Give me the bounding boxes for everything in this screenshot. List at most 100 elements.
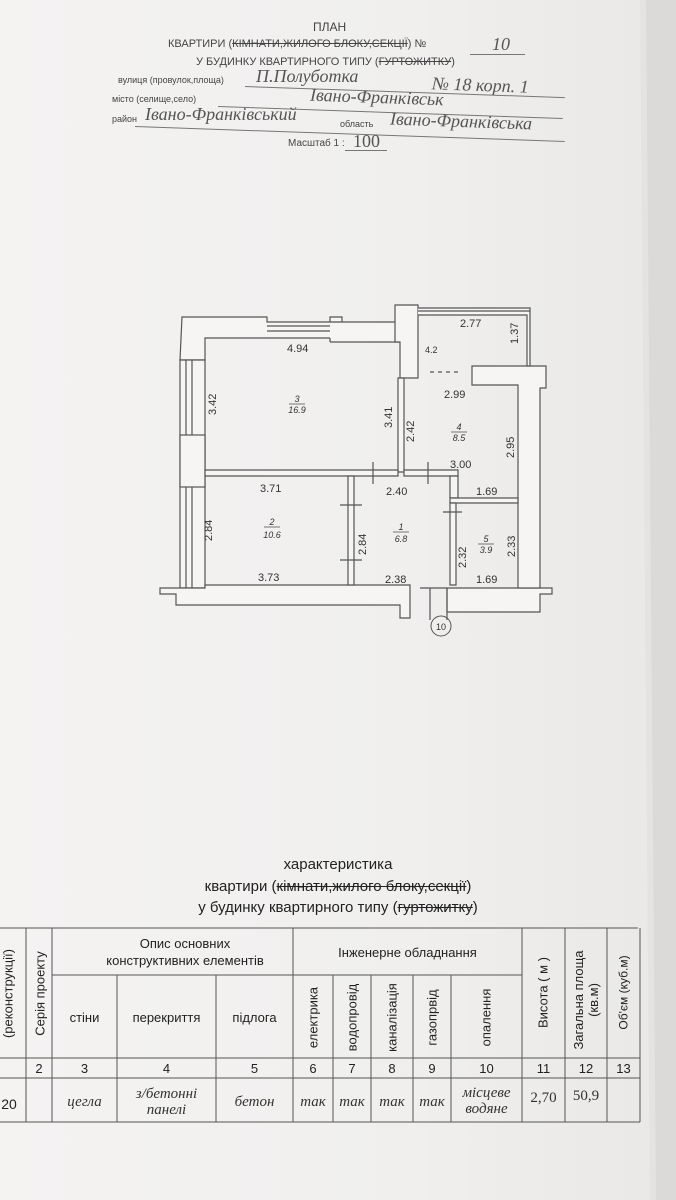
header-line-building: У БУДИНКУ КВАРТИРНОГО ТИПУ (ГУРТОЖИТКУ): [196, 56, 455, 68]
dim-balcony-area: 4.2: [425, 345, 438, 355]
interior-wall-horizontal-3: [449, 497, 519, 504]
colnum-5: 5: [250, 1061, 259, 1076]
interior-wall-vertical-2: [347, 475, 355, 586]
header-line2-pre: У БУДИНКУ КВАРТИРНОГО ТИПУ (: [196, 56, 379, 68]
colnum-4: 4: [162, 1061, 171, 1076]
dim-room1-width: 2.40: [386, 486, 407, 498]
room5-number: 5: [483, 534, 489, 544]
dim-room4-left-height: 2.42: [405, 421, 417, 442]
street-value: П.Полуботка: [256, 66, 359, 86]
char-line2-strike: кімнати,жилого блоку,секції: [276, 878, 467, 895]
interior-wall-vertical-3: [449, 502, 457, 586]
scale-value: 100: [353, 131, 380, 151]
header-height: Висота ( м ): [535, 957, 551, 1028]
region-label: область: [340, 119, 374, 129]
header-title: ПЛАН: [313, 20, 347, 34]
floor-plan: 2.77 1.37 4.94 4.2 2.99 3.42 3.41 2.42 2…: [159, 304, 553, 637]
dim-room5-right-height: 2.33: [506, 536, 518, 557]
dim-room2-height: 2.84: [203, 520, 215, 541]
outer-wall-bottom: [159, 584, 411, 619]
header-volume: Об'єм (куб.м): [616, 955, 631, 1030]
colnum-7: 7: [348, 1061, 356, 1076]
interior-wall-horizontal-1: [204, 469, 399, 477]
dim-room5-top: 1.69: [476, 486, 497, 498]
row-gas: так: [419, 1094, 445, 1110]
char-line3-post: ): [472, 899, 478, 916]
apartment-marker-number: 10: [436, 622, 446, 632]
room4-area: 8.5: [453, 433, 467, 443]
room3-number: 3: [294, 394, 299, 404]
header-floors: перекриття: [132, 1010, 201, 1025]
colnum-9: 9: [428, 1061, 436, 1076]
colnum-10: 10: [479, 1061, 494, 1076]
header-project-series: Серія проекту: [32, 951, 48, 1036]
header-electricity: електрика: [305, 986, 321, 1049]
dim-room1-bottom: 2.38: [385, 574, 406, 586]
header-total-area: Загальна площа (кв.м): [571, 950, 601, 1050]
dim-room4-bottom: 3.00: [450, 459, 471, 471]
colnum-2: 2: [35, 1061, 43, 1076]
char-line3-strike: гуртожитку: [397, 899, 473, 916]
row-floors-line1: з/бетонні: [135, 1086, 198, 1102]
apartment-marker-circle: [430, 615, 452, 637]
scale-underline: [345, 150, 387, 151]
room2-area: 10.6: [263, 530, 281, 540]
header-line1-strike: КІМНАТИ,ЖИЛОГО БЛОКУ,СЕКЦІЇ: [232, 38, 408, 50]
colnum-11: 11: [536, 1061, 551, 1076]
dim-room2-bottom: 3.73: [258, 572, 279, 584]
room2-number: 2: [268, 517, 274, 527]
row-heating-line2: водяне: [465, 1101, 508, 1117]
dim-room5-left-height: 2.32: [457, 547, 469, 568]
characteristics-title: характеристика: [283, 856, 393, 873]
dim-room2-width: 3.71: [260, 483, 281, 495]
apartment-number: 10: [492, 34, 510, 54]
city-label: місто (селище,село): [112, 94, 197, 104]
district-value: Івано-Франківський: [145, 104, 297, 124]
row-value-col0: 20: [1, 1096, 17, 1112]
header-water-supply: водопровід: [344, 983, 360, 1052]
dim-room1-height: 2.84: [357, 534, 369, 555]
header-walls: стіни: [69, 1010, 100, 1025]
colnum-12: 12: [578, 1061, 594, 1076]
row-total-area: 50,9: [572, 1088, 600, 1104]
dim-room3-height: 3.42: [207, 394, 219, 415]
room1-area: 6.8: [395, 534, 408, 544]
header-line2-strike: ГУРТОЖИТКУ: [378, 56, 452, 68]
header-reconstruction: (реконструкції): [0, 948, 16, 1039]
row-floors-line2: панелі: [146, 1102, 187, 1118]
dim-room4-width: 2.99: [444, 389, 465, 401]
header-sewerage: каналізація: [384, 983, 400, 1052]
room4-number: 4: [456, 422, 461, 432]
scale-label: Масштаб 1 :: [288, 138, 345, 149]
characteristics-line2: квартири (кімнати,жилого блоку,секції): [0, 878, 676, 895]
row-water: так: [339, 1094, 365, 1110]
room5-area: 3.9: [480, 545, 493, 555]
dim-room3-width: 4.94: [287, 343, 308, 355]
characteristics-line3: у будинку квартирного типу (гуртожитку): [0, 899, 676, 916]
header-gas: газопрвід: [424, 989, 440, 1046]
header-heating: опалення: [478, 988, 494, 1047]
header-engineering: Інженерне обладнання: [338, 945, 477, 960]
char-line2-pre: квартири (: [204, 878, 277, 895]
header-construction-elements: Опис основних конструктивних елементів: [106, 936, 264, 968]
outer-wall-right: [471, 365, 547, 589]
dim-room4-right-height: 2.95: [505, 437, 517, 458]
room1-number: 1: [398, 522, 403, 532]
row-sewerage: так: [379, 1094, 405, 1110]
balcony: [418, 307, 531, 367]
row-walls: цегла: [67, 1094, 102, 1110]
header-line1-post: ) №: [407, 38, 427, 50]
colnum-3: 3: [80, 1061, 89, 1076]
apartment-number-underline: [470, 54, 525, 55]
char-line2-post: ): [466, 878, 472, 895]
row-flooring: бетон: [234, 1094, 275, 1110]
dim-balcony-depth: 1.37: [509, 323, 521, 344]
header-line1-pre: КВАРТИРИ (: [168, 38, 233, 50]
char-line3-pre: у будинку квартирного типу (: [198, 899, 398, 916]
district-label: район: [112, 114, 138, 124]
row-electricity: так: [300, 1094, 326, 1110]
colnum-6: 6: [309, 1061, 317, 1076]
street-label: вулиця (провулок,площа): [118, 75, 224, 85]
header-line-apartment: КВАРТИРИ (КІМНАТИ,ЖИЛОГО БЛОКУ,СЕКЦІЇ) №: [168, 38, 426, 50]
